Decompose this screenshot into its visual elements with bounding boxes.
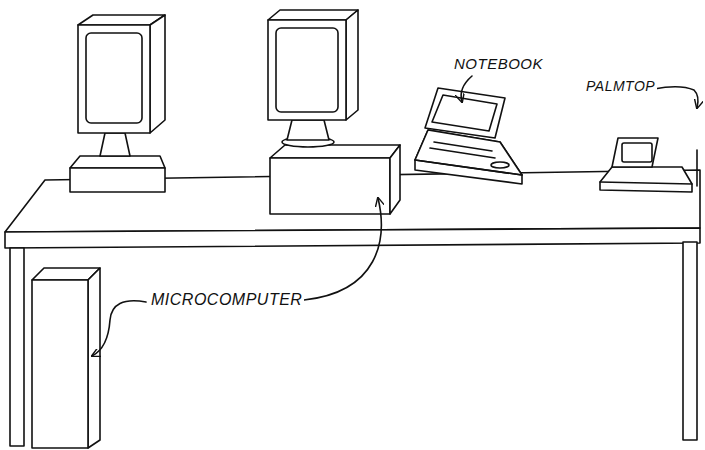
desktop-computer	[268, 10, 400, 214]
monitor	[86, 33, 142, 123]
leader-arrow	[461, 76, 472, 102]
monitor	[70, 156, 165, 168]
monitor	[78, 25, 150, 133]
palmtop-computer	[600, 138, 692, 192]
notebook-computer	[415, 130, 522, 184]
desktop-computer	[270, 158, 390, 214]
monitor	[150, 15, 165, 133]
tower-computer	[32, 268, 100, 448]
palmtop-computer	[622, 143, 652, 162]
leader-arrow	[654, 87, 698, 108]
part-label: NOTEBOOK	[452, 56, 545, 73]
table	[683, 242, 697, 440]
desktop-computer	[287, 120, 329, 140]
notebook-computer	[434, 142, 492, 151]
table	[10, 248, 24, 446]
desktop-computer	[268, 20, 346, 120]
desktop-computer	[268, 10, 358, 20]
desktop-computer	[276, 28, 338, 112]
desktop-computer	[346, 10, 358, 120]
notebook-computer	[415, 88, 522, 184]
monitor	[70, 168, 165, 192]
part-label: MICROCOMPUTER	[149, 291, 304, 309]
leader-arrow	[304, 198, 381, 300]
desktop-computer	[270, 145, 400, 158]
leader-arrow	[92, 301, 146, 356]
tower-computer	[32, 280, 88, 448]
notebook-computer	[425, 88, 505, 138]
part-label: PALMTOP	[584, 79, 657, 94]
notebook-computer	[432, 95, 497, 131]
tower-computer	[88, 268, 100, 448]
leader-arrow	[92, 76, 698, 356]
notebook-computer	[491, 162, 509, 168]
palmtop-computer	[600, 167, 692, 192]
monitor	[100, 133, 130, 156]
monitor	[70, 15, 165, 192]
palmtop-computer	[600, 182, 692, 184]
leader-arrow	[696, 150, 698, 186]
notebook-computer	[415, 160, 522, 175]
palmtop-computer	[612, 138, 658, 167]
desktop-computer	[390, 145, 400, 214]
table	[5, 228, 700, 248]
notebook-computer	[415, 130, 522, 175]
